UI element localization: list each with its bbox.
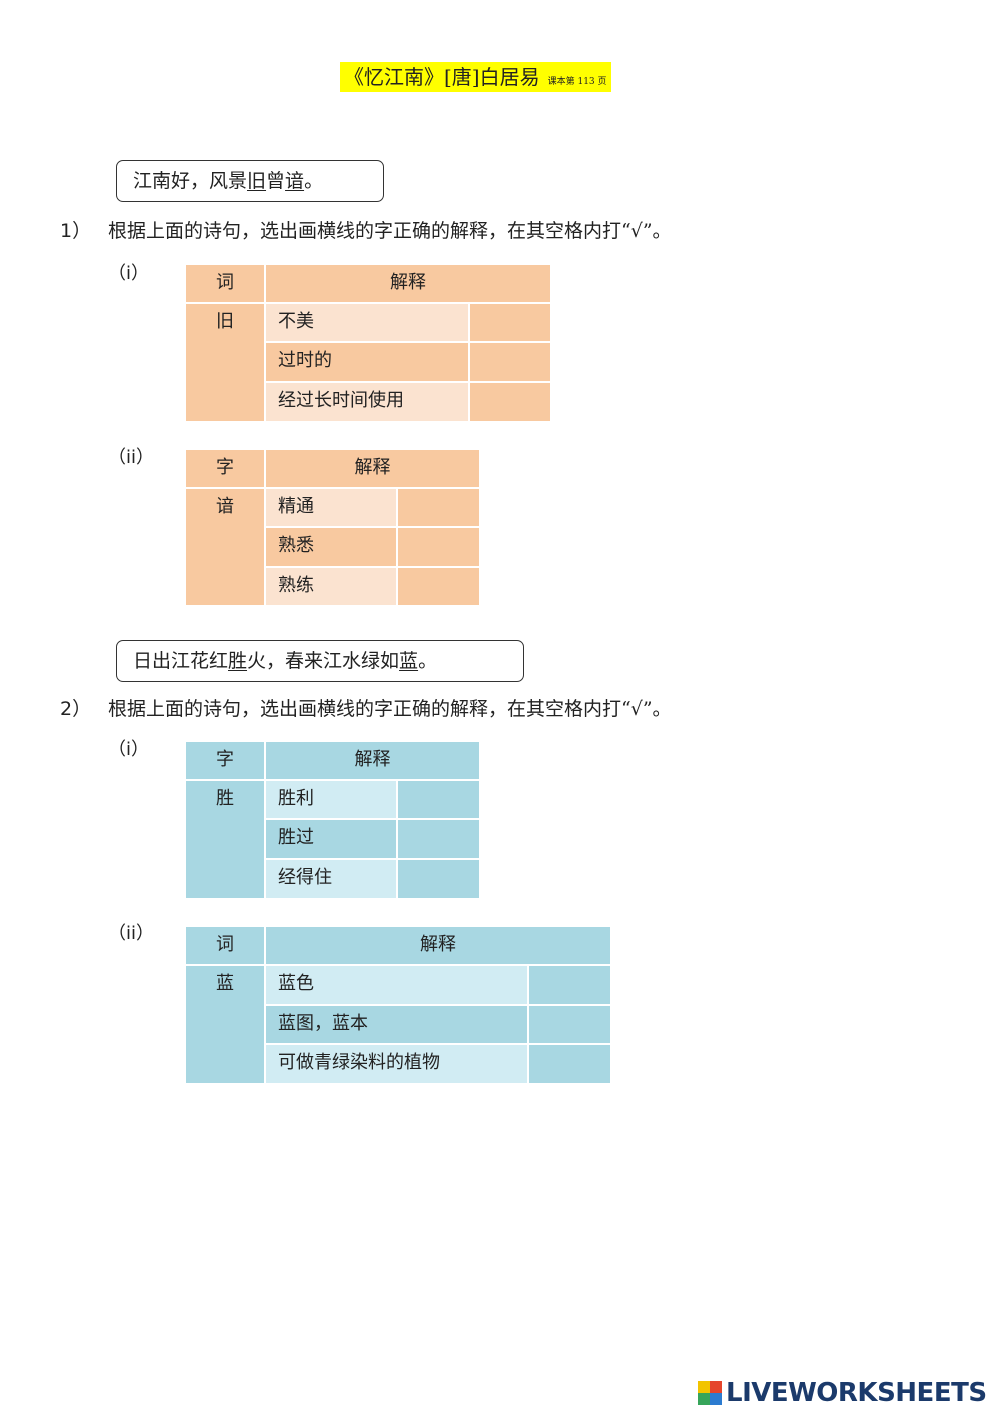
table-header-word: 词 (186, 265, 264, 302)
option-label: 蓝图，蓝本 (266, 1006, 527, 1043)
table-header-meaning: 解释 (266, 742, 479, 779)
worksheet-title: 《忆江南》[唐]白居易课本第 113 页 (340, 62, 611, 92)
option-label: 可做青绿染料的植物 (266, 1045, 527, 1083)
poem-line-box-1: 江南好，风景旧曾谙。 (116, 160, 384, 202)
table-target-word: 谙 (186, 489, 264, 605)
answer-checkbox[interactable] (398, 781, 479, 818)
poem-text: 江南好，风景 (133, 170, 248, 192)
liveworksheets-logo: LIVEWORKSHEETS (698, 1378, 987, 1408)
question-2: 2） 根据上面的诗句，选出画横线的字正确的解释，在其空格内打“√”。 (60, 696, 672, 722)
table-header-word: 字 (186, 450, 264, 487)
sub-question-label: （ii） (108, 923, 155, 944)
answer-checkbox[interactable] (529, 1045, 610, 1083)
poem-text: 日出江花红 (133, 650, 229, 672)
underlined-char: 谙 (285, 170, 305, 192)
poem-text: 曾 (266, 170, 286, 192)
title-text: 《忆江南》[唐]白居易 (344, 65, 540, 89)
table-header-word: 词 (186, 927, 264, 964)
question-text: 根据上面的诗句，选出画横线的字正确的解释，在其空格内打“√”。 (108, 220, 672, 242)
answer-checkbox[interactable] (529, 966, 610, 1004)
answer-checkbox[interactable] (470, 343, 550, 381)
option-label: 过时的 (266, 343, 468, 381)
poem-line-box-2: 日出江花红胜火，春来江水绿如蓝。 (116, 640, 524, 682)
answer-checkbox[interactable] (470, 304, 550, 341)
option-label: 经过长时间使用 (266, 383, 468, 421)
answer-checkbox[interactable] (398, 860, 479, 898)
answer-checkbox[interactable] (398, 568, 479, 605)
textbook-page-reference: 课本第 113 页 (547, 77, 607, 87)
poem-text: 。 (418, 650, 438, 672)
table-header-meaning: 解释 (266, 927, 610, 964)
option-label: 蓝色 (266, 966, 527, 1004)
answer-checkbox[interactable] (398, 489, 479, 526)
question-text: 根据上面的诗句，选出画横线的字正确的解释，在其空格内打“√”。 (108, 698, 672, 720)
sub-question-label: （i） (108, 263, 150, 284)
option-label: 胜利 (266, 781, 396, 818)
answer-checkbox[interactable] (398, 528, 479, 566)
question-number: 2） (60, 698, 92, 720)
table-header-meaning: 解释 (266, 265, 550, 302)
sub-question-label: （ii） (108, 447, 155, 468)
poem-text: 。 (304, 170, 324, 192)
option-label: 熟练 (266, 568, 396, 605)
logo-wordmark: LIVEWORKSHEETS (726, 1378, 987, 1408)
liveworksheets-logo-icon (698, 1381, 722, 1405)
table-header-word: 字 (186, 742, 264, 779)
option-label: 不美 (266, 304, 468, 341)
question-1: 1） 根据上面的诗句，选出画横线的字正确的解释，在其空格内打“√”。 (60, 218, 672, 244)
answer-checkbox[interactable] (470, 383, 550, 421)
table-header-meaning: 解释 (266, 450, 479, 487)
table-target-word: 胜 (186, 781, 264, 898)
poem-text: 火，春来江水绿如 (247, 650, 400, 672)
option-label: 胜过 (266, 820, 396, 858)
answer-checkbox[interactable] (529, 1006, 610, 1043)
sub-question-label: （i） (108, 739, 150, 760)
underlined-char: 旧 (247, 170, 267, 192)
option-label: 精通 (266, 489, 396, 526)
answer-checkbox[interactable] (398, 820, 479, 858)
table-target-word: 蓝 (186, 966, 264, 1083)
question-number: 1） (60, 220, 92, 242)
table-target-word: 旧 (186, 304, 264, 421)
underlined-char: 胜 (228, 650, 248, 672)
option-label: 熟悉 (266, 528, 396, 566)
underlined-char: 蓝 (399, 650, 419, 672)
option-label: 经得住 (266, 860, 396, 898)
